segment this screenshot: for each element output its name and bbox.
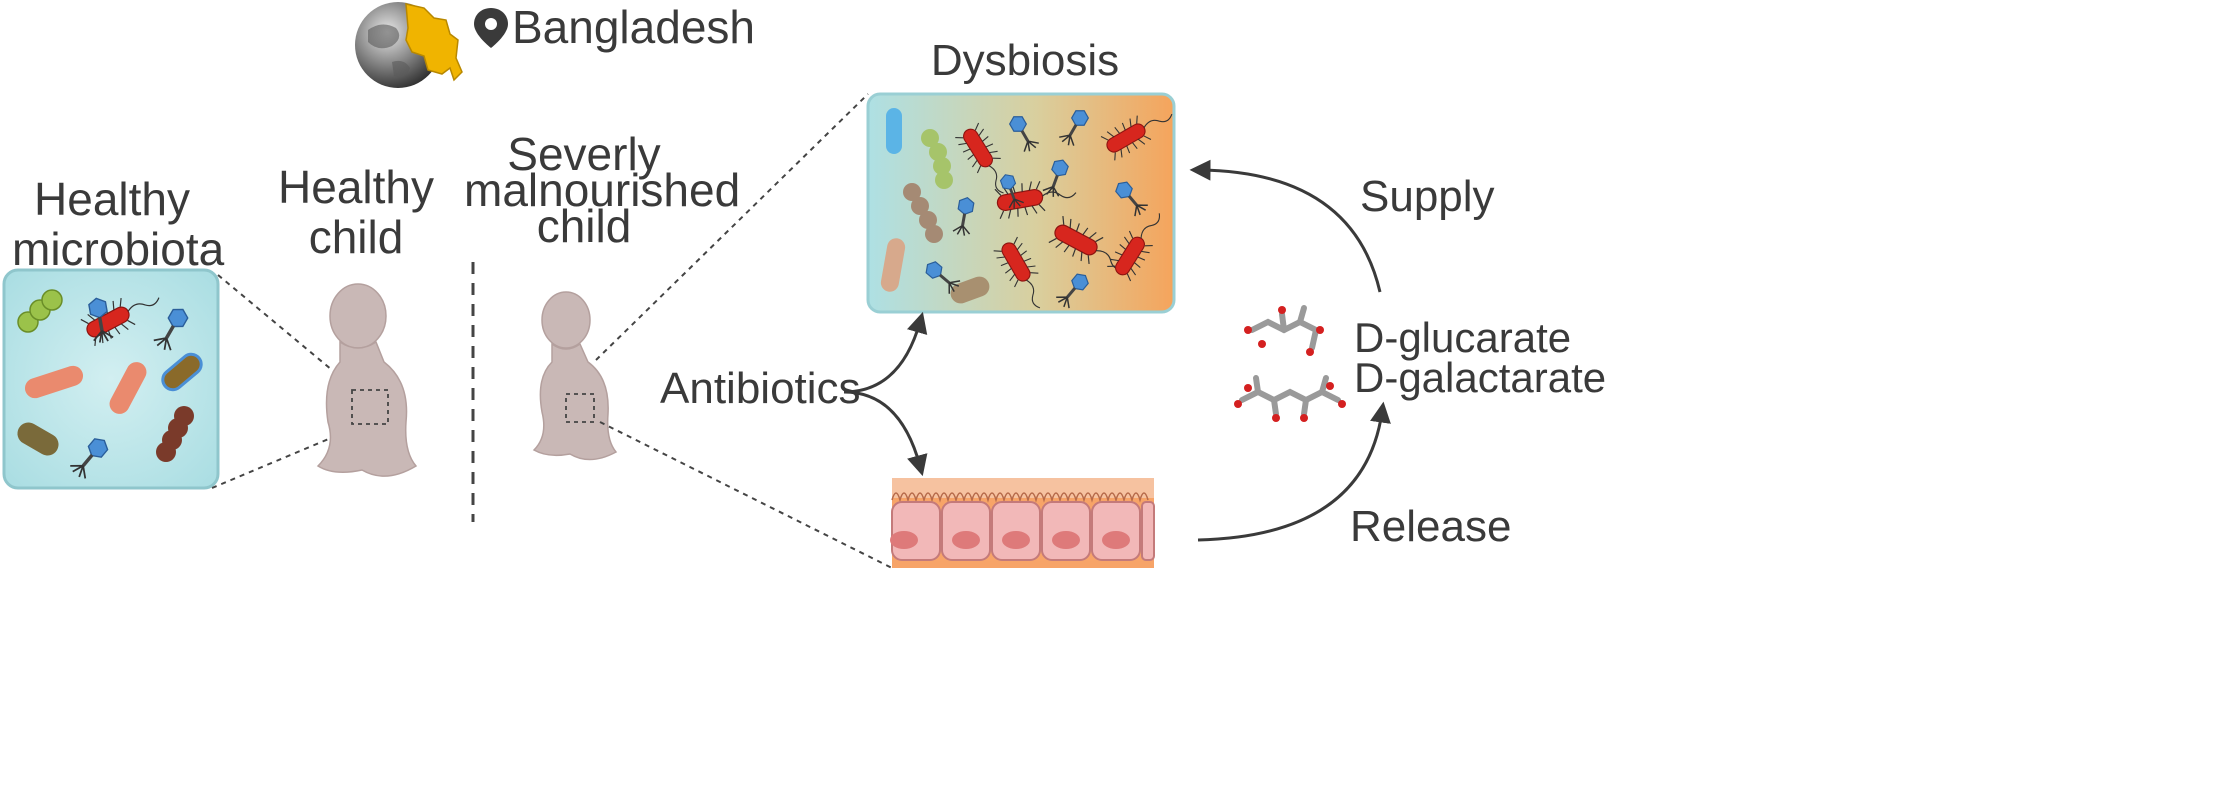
compounds-label: D-glucarate D-galactarate	[1354, 314, 1607, 401]
antibiotics-arrows	[843, 311, 928, 477]
location-label: Bangladesh	[512, 1, 755, 53]
zoom-lines-malnourished	[595, 93, 893, 569]
compound-glucarate: D-glucarate	[1354, 314, 1572, 361]
healthy-microbiota-line-1: Healthy	[34, 173, 190, 225]
healthy-microbiota-line-2: microbiota	[12, 223, 225, 275]
release-arrow	[1197, 401, 1391, 542]
globe-icon	[355, 2, 463, 88]
supply-arrow	[1189, 159, 1382, 293]
healthy-child-line-2: child	[308, 211, 404, 263]
healthy-microbiota-box	[2, 268, 220, 490]
healthy-gut-zoom-region	[351, 389, 389, 425]
malnourished-child-line-2: malnourished	[464, 164, 741, 216]
galactarate-oxygens	[1234, 382, 1346, 422]
compound-galactarate: D-galactarate	[1354, 354, 1607, 401]
malnourished-child-label: Severly malnourished child	[464, 128, 741, 252]
glucarate-molecule	[1249, 305, 1320, 351]
healthy-child-label: Healthy child	[276, 162, 436, 262]
malnourished-child-line-1: Severly	[507, 128, 661, 180]
healthy-microbiota-label: Healthy microbiota	[12, 173, 225, 275]
glucarate-oxygens	[1244, 306, 1324, 356]
malnourished-child-silhouette	[532, 291, 618, 461]
galactarate-molecule	[1239, 375, 1341, 417]
zoom-lines-healthy	[211, 274, 351, 489]
release-label: Release	[1350, 502, 1512, 551]
supply-label: Supply	[1360, 172, 1495, 221]
malnourished-gut-zoom-region	[565, 393, 595, 423]
dysbiosis-label: Dysbiosis	[930, 36, 1120, 85]
malnourished-child-line-3: child	[536, 200, 632, 252]
healthy-child-line-1: Healthy	[278, 161, 434, 213]
antibiotics-label: Antibiotics	[660, 364, 861, 413]
epithelium-tissue	[890, 478, 1155, 568]
bangladesh-map-shape	[405, 3, 463, 82]
dysbiosis-box	[866, 92, 1179, 315]
healthy-child-silhouette	[316, 283, 418, 477]
map-pin-icon	[474, 8, 508, 48]
